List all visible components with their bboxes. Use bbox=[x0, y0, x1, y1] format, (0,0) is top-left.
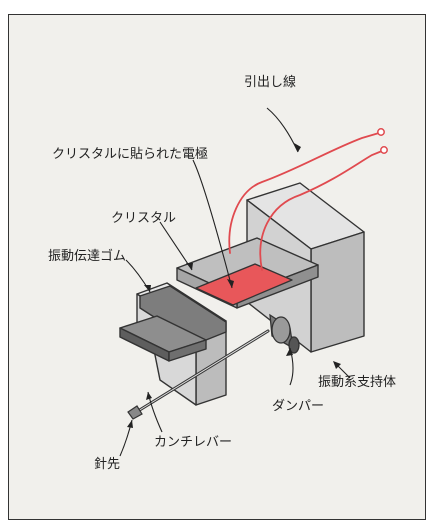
label-support: 振動系支持体 bbox=[318, 375, 397, 390]
cantilever bbox=[127, 329, 270, 420]
label-crystal: クリスタル bbox=[111, 211, 177, 226]
wire-ends bbox=[377, 128, 388, 154]
label-stylus-tip: 針先 bbox=[94, 457, 121, 472]
label-damper: ダンパー bbox=[272, 399, 325, 414]
damper bbox=[269, 313, 300, 354]
electrode bbox=[195, 263, 293, 306]
leader-lines bbox=[119, 107, 351, 457]
label-electrode: クリスタルに貼られた電極 bbox=[52, 147, 209, 162]
label-cantilever: カンチレバー bbox=[154, 435, 233, 450]
pad-plate bbox=[119, 315, 207, 362]
lead-wire bbox=[228, 132, 383, 271]
label-vibration-rubber: 振動伝達ゴム bbox=[48, 249, 127, 264]
label-lead-wire: 引出し線 bbox=[244, 75, 297, 90]
